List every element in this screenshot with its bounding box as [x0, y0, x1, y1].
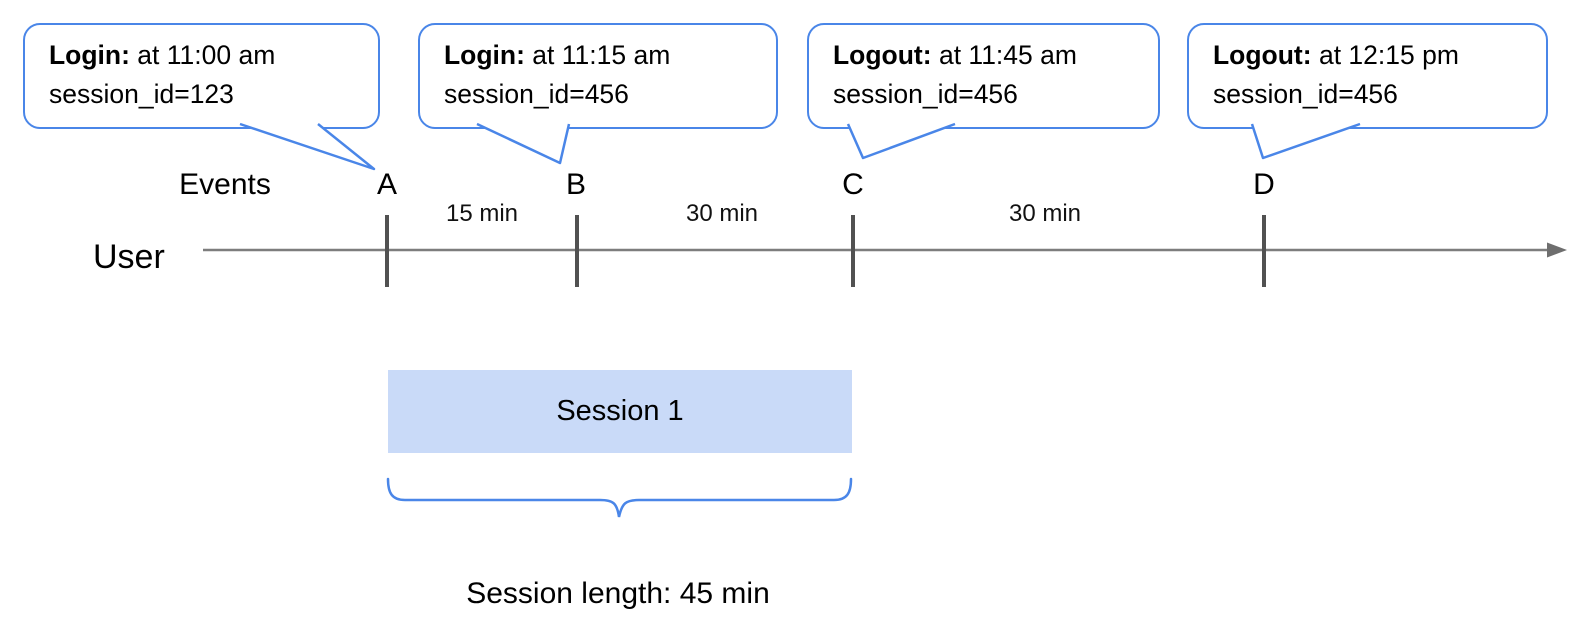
event-marker-label-b: B [565, 168, 587, 201]
callout-logout-c: Logout: at 11:45 am session_id=456 [807, 23, 1160, 129]
callout-tail-b [476, 122, 571, 165]
event-action-label: Logout: [1213, 40, 1312, 70]
callout-login-a: Login: at 11:00 am session_id=123 [23, 23, 380, 129]
callout-tail-d [1250, 122, 1361, 160]
session-id-label: session_id=456 [444, 79, 629, 109]
event-time-label: at 11:00 am [129, 40, 276, 70]
timeline-arrowhead-icon [1547, 242, 1567, 258]
user-axis-label: User [93, 238, 165, 276]
session-length-label: Session length: 45 min [466, 577, 770, 610]
callout-tail-a [239, 122, 376, 171]
event-action-label: Login: [444, 40, 525, 70]
session-1-label: Session 1 [556, 395, 684, 427]
event-marker-label-a: A [376, 168, 398, 201]
interval-label-c-d: 30 min [1008, 200, 1082, 227]
interval-label-a-b: 15 min [445, 200, 519, 227]
callout-event-line: Login: at 11:00 am [49, 36, 360, 75]
callout-event-line: Login: at 11:15 am [444, 36, 758, 75]
event-marker-label-c: C [842, 168, 864, 201]
event-time-label: at 12:15 pm [1311, 40, 1459, 70]
event-time-label: at 11:15 am [524, 40, 671, 70]
callout-event-line: Logout: at 12:15 pm [1213, 36, 1528, 75]
event-time-label: at 11:45 am [931, 40, 1077, 70]
session-length-brace [386, 477, 853, 518]
session-id-label: session_id=456 [833, 79, 1018, 109]
event-marker-label-d: D [1253, 168, 1275, 201]
callout-login-b: Login: at 11:15 am session_id=456 [418, 23, 778, 129]
event-action-label: Logout: [833, 40, 932, 70]
session-1-box: Session 1 [388, 370, 852, 453]
interval-label-b-c: 30 min [685, 200, 759, 227]
callout-logout-d: Logout: at 12:15 pm session_id=456 [1187, 23, 1548, 129]
callout-tail-c [846, 122, 956, 160]
event-action-label: Login: [49, 40, 130, 70]
session-id-label: session_id=456 [1213, 79, 1398, 109]
events-row-label: Events [179, 168, 271, 201]
callout-event-line: Logout: at 11:45 am [833, 36, 1140, 75]
session-id-label: session_id=123 [49, 79, 234, 109]
